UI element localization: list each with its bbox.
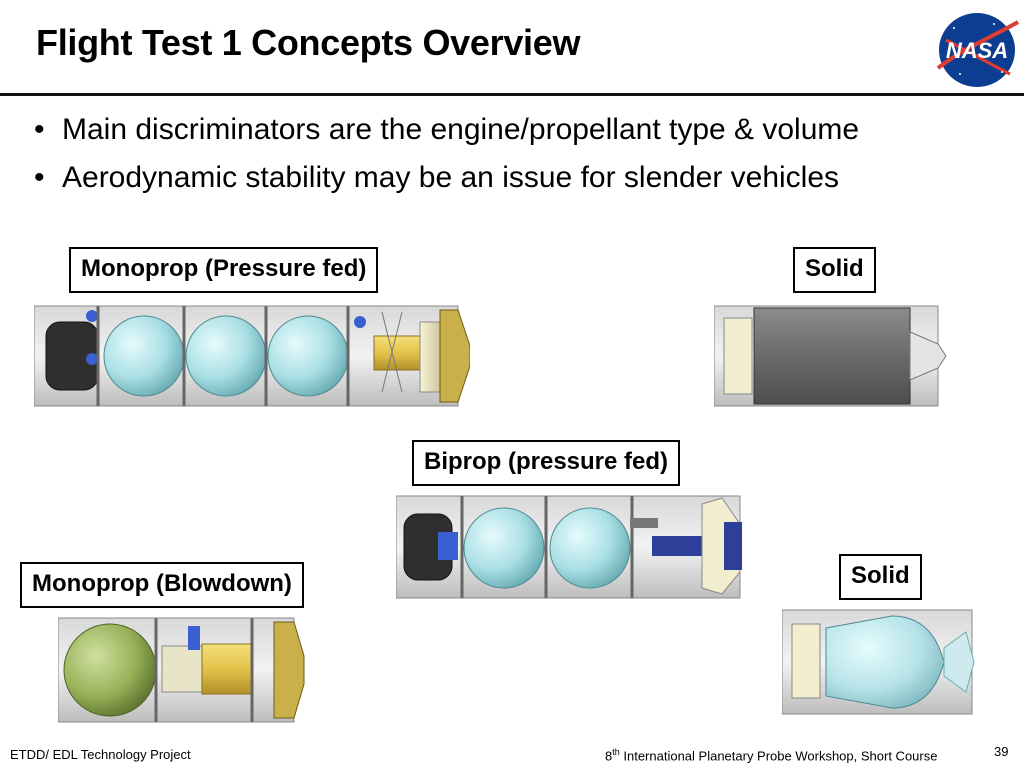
footer-workshop-text: International Planetary Probe Workshop, … — [619, 748, 938, 764]
monoprop-pressure-fed-diagram — [34, 305, 470, 407]
page-number: 39 — [994, 744, 1009, 759]
solid-top-diagram — [714, 305, 947, 407]
bullet-list: Main discriminators are the engine/prope… — [30, 106, 859, 202]
label-solid-bottom: Solid — [839, 554, 922, 600]
solid-bottom-diagram — [782, 609, 975, 715]
nasa-logo: NASA — [936, 13, 1020, 87]
footer-project: ETDD/ EDL Technology Project — [10, 747, 191, 762]
label-monoprop-pressure-fed: Monoprop (Pressure fed) — [69, 247, 379, 293]
biprop-pressure-fed-diagram — [396, 495, 742, 599]
label-monoprop-blowdown: Monoprop (Blowdown) — [20, 562, 304, 608]
bullet-item: Aerodynamic stability may be an issue fo… — [30, 154, 859, 202]
title-rule — [0, 93, 1024, 96]
footer-workshop-number: 8 — [605, 748, 613, 764]
footer-workshop-suffix: th — [612, 747, 620, 757]
monoprop-blowdown-diagram — [58, 617, 305, 723]
slide-title: Flight Test 1 Concepts Overview — [36, 22, 581, 63]
label-solid-top: Solid — [793, 247, 876, 293]
svg-text:NASA: NASA — [946, 38, 1008, 63]
label-biprop-pressure-fed: Biprop (pressure fed) — [412, 440, 681, 486]
footer-workshop: 8th International Planetary Probe Worksh… — [605, 747, 937, 763]
bullet-item: Main discriminators are the engine/prope… — [30, 106, 859, 154]
